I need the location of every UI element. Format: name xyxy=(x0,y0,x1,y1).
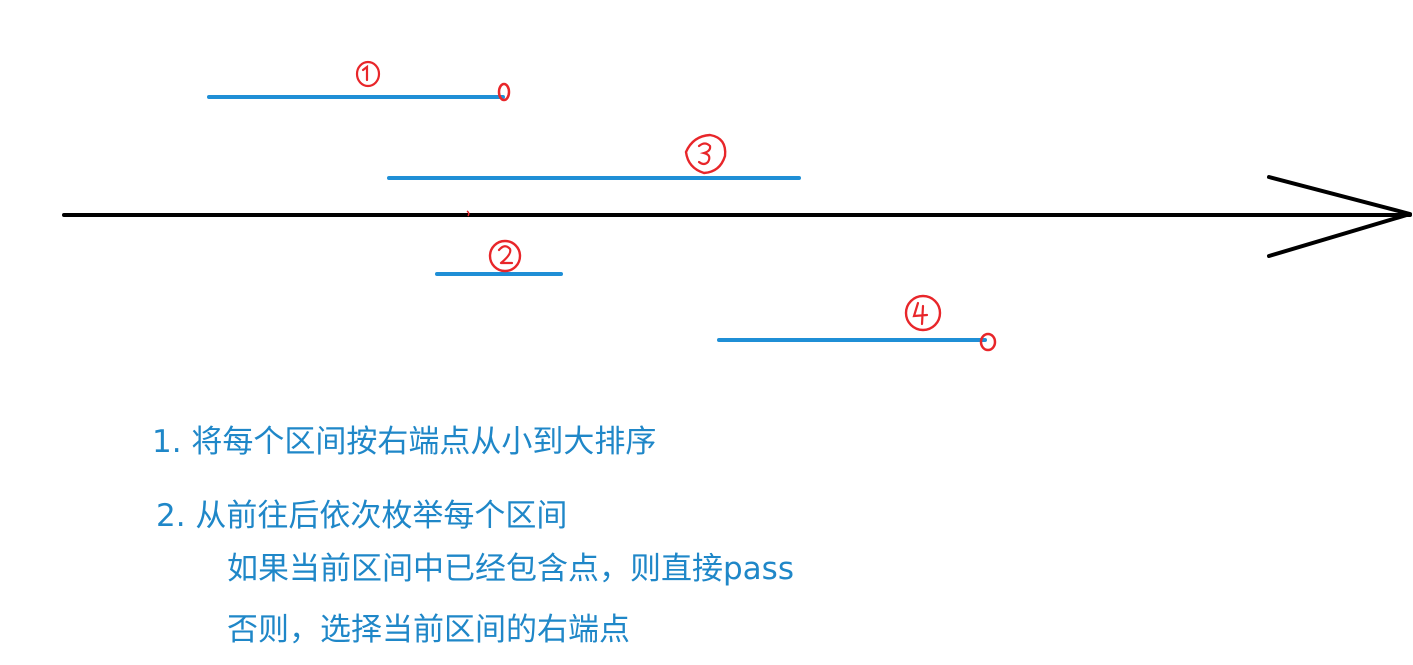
interval-2 xyxy=(435,239,563,276)
interval-2-label-icon xyxy=(488,239,522,273)
interval-3-label-icon xyxy=(684,133,727,175)
interval-4-label-icon xyxy=(904,294,942,332)
stray-mark xyxy=(466,210,470,217)
interval-4-right-endpoint-marker xyxy=(979,332,997,352)
step-2-case-contains-point: 如果当前区间中已经包含点，则直接pass xyxy=(227,551,794,587)
interval-1-label-icon xyxy=(355,60,381,88)
step-2-case-otherwise: 否则，选择当前区间的右端点 xyxy=(227,612,630,648)
interval-1 xyxy=(207,60,511,102)
step-1-text: 1. 将每个区间按右端点从小到大排序 xyxy=(152,424,657,460)
interval-1-right-endpoint-marker xyxy=(497,82,511,102)
axis-arrowhead xyxy=(1267,175,1412,258)
interval-3 xyxy=(387,133,801,180)
step-2-text: 2. 从前往后依次枚举每个区间 xyxy=(156,498,568,534)
interval-4 xyxy=(717,294,997,352)
